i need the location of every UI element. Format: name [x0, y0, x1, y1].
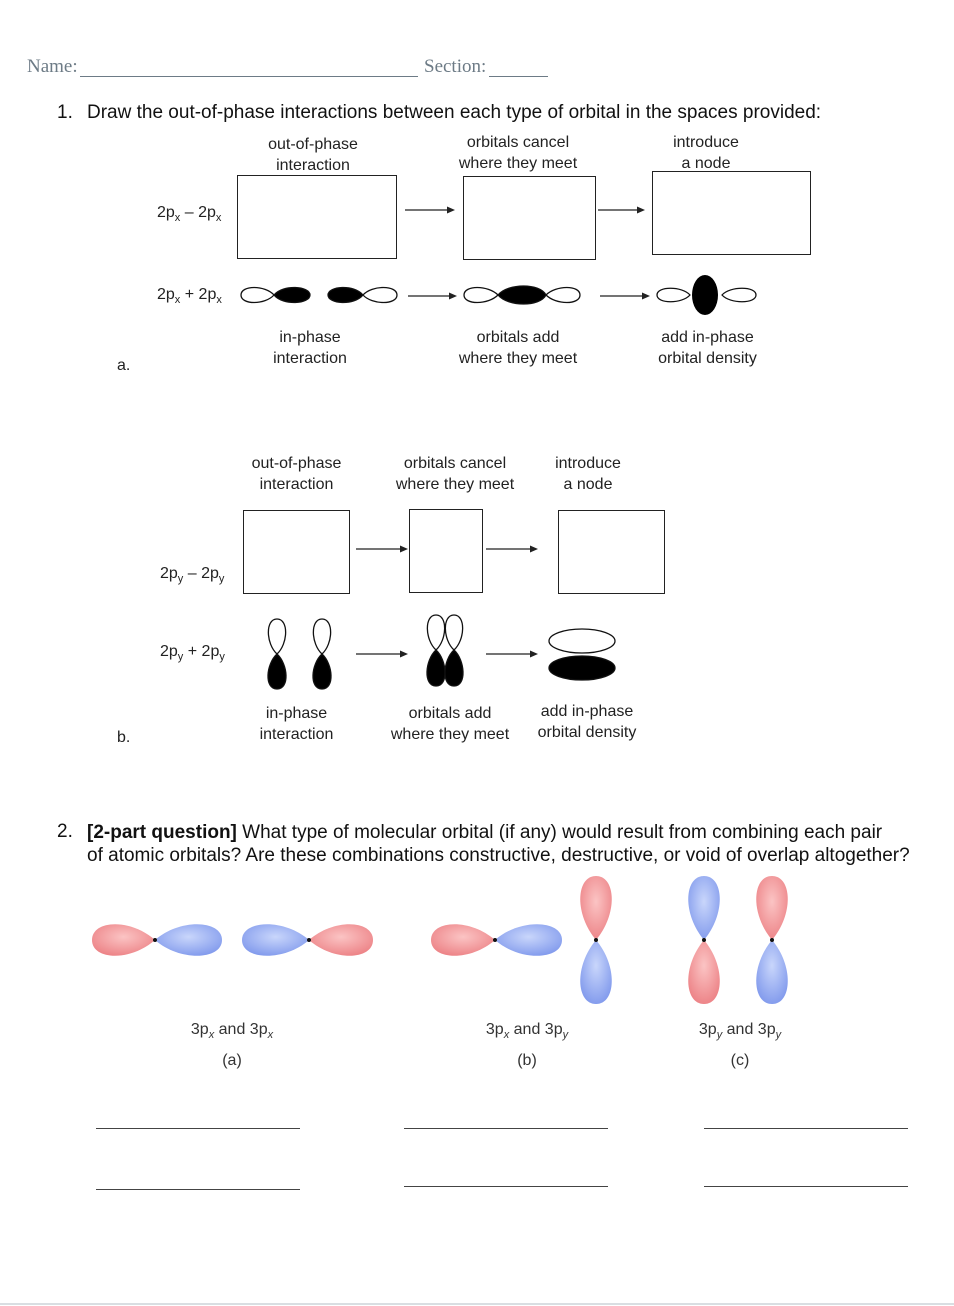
b-draw-box-2[interactable] — [409, 509, 483, 593]
a-draw-box-2[interactable] — [463, 176, 596, 260]
arrow-icon — [405, 206, 455, 214]
b-label-out-of-phase: out-of-phase interaction — [251, 455, 342, 493]
q2-caption-c: 3py and 3py — [698, 1021, 782, 1042]
arrow-icon — [408, 292, 457, 300]
a-label-add: orbitals add where they meet — [458, 329, 578, 367]
q2-prompt-line2: of atomic orbitals? Are these combinatio… — [87, 845, 910, 866]
answer-line-a-2[interactable] — [96, 1189, 300, 1190]
py-orbital-icon — [267, 618, 287, 690]
sigma-bonding-orbital-icon — [656, 275, 757, 315]
q2-prompt-line1: What type of molecular orbital (if any) … — [236, 822, 883, 843]
q2-caption-b: 3px and 3py — [485, 1021, 569, 1042]
overlapping-py-orbitals-icon — [426, 614, 464, 687]
q1-prompt: Draw the out-of-phase interactions betwe… — [87, 102, 822, 123]
q1-number: 1. — [57, 102, 73, 123]
3px-orbital-icon — [242, 924, 373, 956]
b-label-in-phase: in-phase interaction — [259, 705, 334, 743]
b-row2-label: 2py + 2py — [160, 643, 225, 664]
a-label-add-density: add in-phase orbital density — [658, 329, 757, 367]
arrow-icon — [600, 292, 650, 300]
answer-line-b-1[interactable] — [404, 1128, 608, 1129]
merged-px-orbital-icon — [463, 285, 581, 305]
arrow-icon — [356, 650, 408, 658]
a-row1-label: 2px – 2px — [157, 204, 222, 225]
q2-number: 2. — [57, 821, 73, 842]
q2-tag-c: (c) — [730, 1052, 750, 1069]
answer-line-a-1[interactable] — [96, 1128, 300, 1129]
b-label-cancel: orbitals cancel where they meet — [395, 455, 515, 493]
arrow-icon — [356, 545, 408, 553]
b-draw-box-3[interactable] — [558, 510, 665, 594]
py-orbital-icon — [312, 618, 332, 690]
b-draw-box-1[interactable] — [243, 510, 350, 594]
a-px-inphase-diagram — [240, 275, 757, 315]
answer-line-c-2[interactable] — [704, 1186, 908, 1187]
q2-prompt: [2-part question] What type of molecular… — [87, 821, 937, 867]
section-label: Section: — [424, 56, 487, 77]
a-draw-box-3[interactable] — [652, 171, 811, 255]
a-label-in-phase: in-phase interaction — [273, 329, 347, 367]
b-py-inphase-diagram — [267, 614, 616, 690]
px-orbital-icon — [327, 286, 398, 304]
answer-line-c-1[interactable] — [704, 1128, 908, 1129]
arrow-icon — [598, 206, 645, 214]
q2-tag-a: (a) — [222, 1052, 242, 1069]
part-a-letter: a. — [117, 357, 131, 374]
name-field-line[interactable] — [80, 76, 418, 77]
a-arrows-row1 — [405, 206, 645, 214]
a-label-out-of-phase: out-of-phase interaction — [268, 136, 358, 174]
b-arrows-row1 — [356, 545, 538, 553]
b-label-node: introduce a node — [555, 455, 621, 493]
a-label-node: introduce a node — [673, 134, 739, 172]
arrow-icon — [486, 545, 538, 553]
a-draw-box-1[interactable] — [237, 175, 397, 259]
3py-orbital-icon — [580, 876, 612, 1004]
3px-orbital-icon — [431, 924, 562, 956]
q2-tag-b: (b) — [517, 1052, 537, 1069]
a-label-cancel: orbitals cancel where they meet — [458, 134, 578, 172]
b-label-add-density: add in-phase orbital density — [537, 703, 637, 741]
a-row2-label: 2px + 2px — [157, 286, 222, 307]
name-label: Name: — [27, 56, 78, 77]
page-bottom-divider — [0, 1303, 954, 1305]
q2-caption-a: 3px and 3px — [190, 1021, 274, 1042]
pi-bonding-orbital-icon — [548, 628, 616, 681]
px-orbital-icon — [240, 286, 311, 304]
3px-orbital-icon — [92, 924, 222, 956]
section-field-line[interactable] — [489, 76, 548, 77]
b-label-add: orbitals add where they meet — [390, 705, 510, 743]
answer-line-b-2[interactable] — [404, 1186, 608, 1187]
3py-orbital-icon — [688, 876, 720, 1004]
3py-orbital-icon — [756, 876, 788, 1004]
q2-3p-orbital-figures — [92, 876, 788, 1004]
part-b-letter: b. — [117, 729, 131, 746]
arrow-icon — [486, 650, 538, 658]
q2-bold-lead: [2-part question] — [87, 822, 237, 843]
b-row1-label: 2py – 2py — [160, 565, 225, 586]
